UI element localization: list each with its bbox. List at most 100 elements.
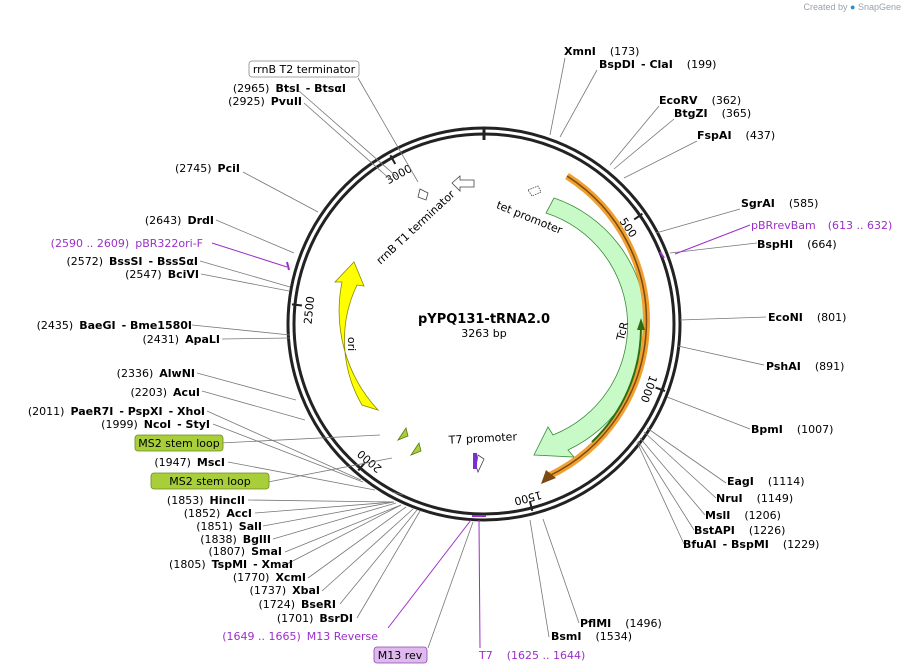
enzyme-econi[interactable]: EcoNI (768, 311, 803, 324)
enzyme-xcmi[interactable]: XcmI (275, 571, 306, 584)
svg-text:(1838)BglII: (1838)BglII (200, 533, 271, 546)
pbrrevbam-leader (674, 224, 751, 255)
svg-text:FspAI(437): FspAI (437) (697, 129, 775, 142)
svg-text:BspHI(664): BspHI(664) (757, 238, 837, 251)
enzyme-pflmi[interactable]: PflMI (580, 617, 611, 630)
enzyme-baegi[interactable]: BaeGI (79, 319, 115, 332)
ori-feature-arrow[interactable] (334, 261, 380, 411)
enzyme-apali[interactable]: ApaLI (185, 333, 220, 346)
enzyme-styi[interactable]: StyI (186, 418, 210, 431)
plasmid-size: 3263 bp (461, 327, 506, 340)
enzyme-apali-pos: (2431) (143, 333, 180, 346)
primer-pbrrevbam[interactable]: pBRrevBam (751, 219, 816, 232)
enzyme-tspmi[interactable]: TspMI (212, 558, 248, 571)
enzyme-xhoi[interactable]: XhoI (177, 405, 205, 418)
ms2-stem-loop-label-2: MS2 stem loop (169, 475, 251, 488)
enzyme-pvuii-pos: (2925) (228, 95, 265, 108)
ms2-stem-loop-box-1[interactable]: MS2 stem loop (134, 434, 224, 452)
enzyme-bfuai[interactable]: BfuAI (683, 538, 717, 551)
enzyme-msli[interactable]: MslI (705, 509, 730, 522)
m13-rev-box[interactable]: M13 rev (373, 646, 428, 664)
rrnb-t1-terminator-label: rrnB T1 terminator (374, 187, 458, 267)
svg-text:EcoNI(801): EcoNI(801) (768, 311, 846, 324)
enzyme-eagi[interactable]: EagI (727, 475, 754, 488)
enzyme-fspai-pos: (437) (746, 129, 776, 142)
enzyme-acci[interactable]: AccI (226, 507, 252, 520)
tick-mark-500 (633, 212, 643, 221)
enzyme-btgzi[interactable]: BtgZI (674, 107, 708, 120)
enzyme-btsi[interactable]: BtsI (275, 82, 299, 95)
ms2-stem-loop-box-2[interactable]: MS2 stem loop (150, 472, 270, 490)
enzyme-bme1580i[interactable]: Bme1580I (130, 319, 192, 332)
rrnb-t1-terminator-arrow[interactable] (451, 175, 475, 192)
svg-text:BspDI- ClaI(199): BspDI- ClaI(199) (599, 58, 716, 71)
enzyme-xbai[interactable]: XbaI (292, 584, 320, 597)
enzyme-hincii[interactable]: HincII (209, 494, 245, 507)
svg-text:(2547)BciVI: (2547) BciVI (125, 268, 199, 281)
enzyme-ncoi[interactable]: NcoI (144, 418, 171, 431)
tcr-label: TcR (614, 320, 631, 342)
svg-text:(1851)SalI: (1851) SalI (196, 520, 262, 533)
enzyme-bglii[interactable]: BglII (243, 533, 271, 546)
enzyme-bsssai[interactable]: BssSαI (157, 255, 198, 268)
rrnb-t2-terminator-box[interactable]: rrnB T2 terminator (248, 60, 360, 78)
rrnb-t2-marker-icon (417, 188, 429, 201)
enzyme-pvuii[interactable]: PvuII (271, 95, 302, 108)
enzyme-sali-pos: (1851) (196, 520, 233, 533)
svg-text:(1999)NcoI- StyI: (1999)NcoI- StyI (101, 418, 210, 431)
svg-text:(2011)PaeR7I- PspXI- XhoI: (2011)PaeR7I- PspXI- XhoI (28, 405, 205, 418)
svg-text:(2572)BssSI- BssSαI: (2572)BssSI- BssSαI (66, 255, 198, 268)
svg-text:(2431)ApaLI: (2431) ApaLI (143, 333, 221, 346)
enzyme-sgrai[interactable]: SgrAI (741, 197, 775, 210)
enzyme-drdi-pos: (2643) (145, 214, 182, 227)
enzyme-xmni[interactable]: XmnI (564, 45, 596, 58)
enzyme-ecorv-pos: (362) (712, 94, 742, 107)
enzyme-bcivi[interactable]: BciVI (168, 268, 199, 281)
tcr-orf-line (548, 175, 648, 477)
enzyme-bspmi[interactable]: BspMI (731, 538, 769, 551)
enzyme-acui[interactable]: AcuI (173, 386, 200, 399)
tet-promoter-arrow[interactable] (527, 185, 542, 197)
enzyme-bsrdi[interactable]: BsrDI (319, 612, 353, 625)
ori-label: ori (345, 337, 358, 351)
enzyme-clai[interactable]: ClaI (649, 58, 672, 71)
enzyme-fspai[interactable]: FspAI (697, 129, 732, 142)
primer-t7[interactable]: T7 (478, 649, 493, 662)
enzyme-bsmi[interactable]: BsmI (551, 630, 582, 643)
enzyme-bcivi-pos: (2547) (125, 268, 162, 281)
enzyme-bsssi[interactable]: BssSI (109, 255, 143, 268)
enzyme-bseri[interactable]: BseRI (301, 598, 336, 611)
primer-m13-reverse[interactable]: M13 Reverse (307, 630, 378, 643)
enzyme-drdi[interactable]: DrdI (187, 214, 214, 227)
enzyme-acui-pos: (2203) (130, 386, 167, 399)
svg-text:(1649 .. 1665)M13 Reverse: (1649 .. 1665)M13 Reverse (222, 630, 378, 643)
enzyme-alwni[interactable]: AlwNI (159, 367, 195, 380)
enzyme-bpmi[interactable]: BpmI (751, 423, 783, 436)
enzyme-ecorv[interactable]: EcoRV (659, 94, 698, 107)
svg-text:(2435)BaeGI- Bme1580I: (2435)BaeGI- Bme1580I (37, 319, 192, 332)
primer-pbr322ori-f[interactable]: pBR322ori-F (135, 237, 203, 250)
enzyme-tspmi-pos: (1805) (169, 558, 206, 571)
enzyme-pshai[interactable]: PshAI (766, 360, 801, 373)
enzyme-sali[interactable]: SalI (239, 520, 262, 533)
svg-text:XmnI(173): XmnI(173) (564, 45, 639, 58)
enzyme-bsphi[interactable]: BspHI (757, 238, 793, 251)
ms2-stem-loop-marker-2 (409, 442, 422, 456)
snapgene-credit: Created by ● SnapGene (803, 2, 901, 12)
enzyme-xmai[interactable]: XmaI (262, 558, 293, 571)
enzyme-paer7i[interactable]: PaeR7I (70, 405, 113, 418)
enzyme-nrui[interactable]: NruI (716, 492, 743, 505)
enzyme-smai[interactable]: SmaI (251, 545, 282, 558)
enzyme-btsai[interactable]: BtsαI (314, 82, 346, 95)
enzyme-btsi-pos: (2965) (233, 82, 270, 95)
credit-prefix: Created by (803, 2, 848, 12)
enzyme-pcii[interactable]: PciI (218, 162, 240, 175)
enzyme-pspxi[interactable]: PspXI (128, 405, 163, 418)
enzyme-msci[interactable]: MscI (197, 456, 225, 469)
t7-promoter-arrow[interactable] (475, 454, 485, 474)
enzyme-sgrai-pos: (585) (789, 197, 819, 210)
enzyme-bspdi[interactable]: BspDI (599, 58, 635, 71)
snapgene-logo-icon: ● (850, 2, 856, 12)
tcr-feature-arrow[interactable] (533, 197, 647, 458)
enzyme-bstapi[interactable]: BstAPI (694, 524, 735, 537)
